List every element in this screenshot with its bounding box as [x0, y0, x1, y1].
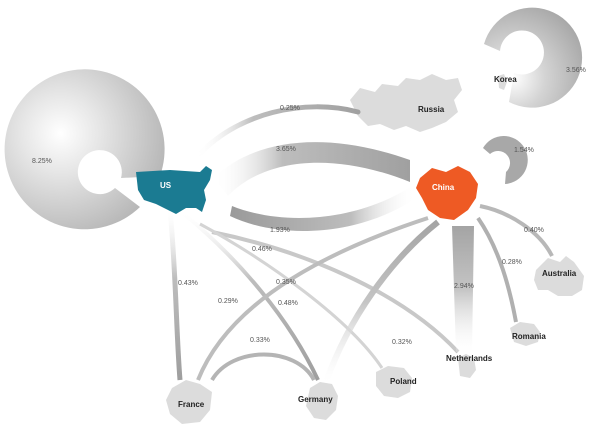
label-netherlands: Netherlands — [446, 354, 493, 363]
flow-china-germany — [323, 219, 440, 384]
flow-china-france — [196, 216, 429, 381]
pct-us-poland: 0.32% — [392, 339, 412, 346]
pct-china-self: 1.54% — [514, 147, 534, 154]
flow-china-us — [230, 186, 416, 231]
pct-us-russia: 0.25% — [280, 105, 300, 112]
pct-china-netherlands: 2.94% — [454, 283, 474, 290]
pct-china-germany: 0.29% — [218, 298, 238, 305]
label-france: France — [178, 400, 205, 409]
label-us: US — [160, 181, 172, 190]
flow-china-netherlands — [452, 226, 474, 352]
china-self-loop — [483, 136, 528, 184]
label-china: China — [432, 183, 455, 192]
flow-us-poland — [199, 222, 384, 369]
flow-us-france — [167, 209, 183, 381]
pct-china-romania: 0.28% — [502, 259, 522, 266]
flow-us-netherlands — [211, 230, 460, 354]
australia-shape — [534, 256, 584, 296]
china-shape — [416, 166, 478, 220]
label-romania: Romania — [512, 332, 546, 341]
us-shape — [136, 166, 212, 214]
flow-us-china — [214, 142, 410, 196]
flow-china-australia — [479, 204, 554, 257]
pct-france-germany: 0.33% — [250, 337, 270, 344]
pct-us-netherlands: 0.46% — [252, 246, 272, 253]
pct-korea-self: 3.56% — [566, 67, 586, 74]
us-self-loop — [4, 69, 165, 230]
label-australia: Australia — [542, 269, 577, 278]
flow-france-germany — [210, 352, 316, 382]
label-germany: Germany — [298, 395, 333, 404]
korea-shape — [498, 74, 507, 90]
romania-shape — [510, 322, 540, 346]
pct-us-germany: 0.48% — [278, 300, 298, 307]
flow-us-germany — [182, 212, 320, 381]
germany-shape — [306, 382, 338, 420]
label-russia: Russia — [418, 105, 445, 114]
label-korea: Korea — [494, 75, 517, 84]
label-poland: Poland — [390, 377, 417, 386]
netherlands-shape — [458, 354, 476, 378]
pct-us-china: 3.65% — [276, 146, 296, 153]
russia-shape — [350, 74, 462, 132]
korea-self-loop — [484, 7, 583, 108]
pct-china-us: 1.93% — [270, 227, 290, 234]
flow-us-russia — [193, 104, 361, 161]
pct-china-france: 0.35% — [276, 279, 296, 286]
flow-china-romania — [476, 216, 518, 323]
pct-us-self: 8.25% — [32, 158, 52, 165]
france-shape — [166, 380, 212, 424]
poland-shape — [376, 366, 412, 398]
pct-china-australia: 0.40% — [524, 227, 544, 234]
pct-us-france: 0.43% — [178, 280, 198, 287]
